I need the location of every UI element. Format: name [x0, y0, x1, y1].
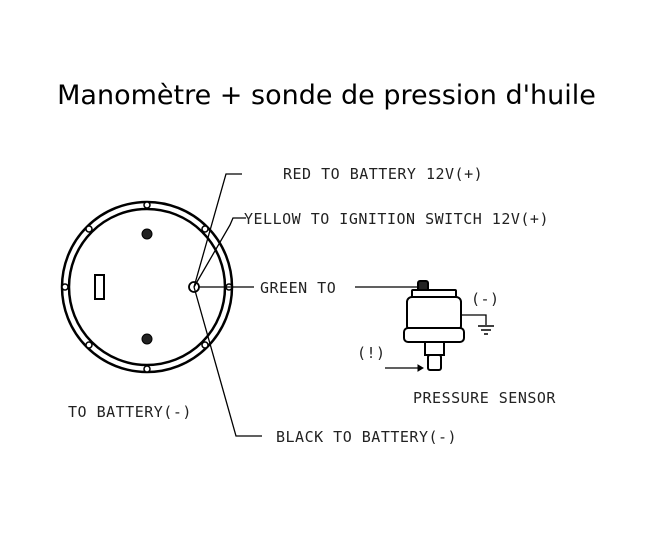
label-sensor-minus: (-): [471, 290, 500, 308]
yellow-wire: [193, 217, 246, 288]
diagram-title: Manomètre + sonde de pression d'huile: [57, 80, 596, 111]
gauge-ring-holes: [61, 201, 233, 373]
label-to-battery: TO BATTERY(-): [68, 403, 192, 421]
gauge: [60, 200, 234, 374]
wires: [193, 173, 420, 437]
label-black: BLACK TO BATTERY(-): [276, 428, 457, 446]
label-yellow: YELLOW TO IGNITION SWITCH 12V(+): [244, 210, 549, 228]
label-sensor-warning: (!): [357, 344, 386, 362]
red-wire: [193, 173, 242, 288]
label-pressure-sensor: PRESSURE SENSOR: [413, 389, 556, 407]
mount-stud-bottom: [141, 333, 153, 345]
mount-stud-top: [141, 228, 153, 240]
label-green: GREEN TO: [260, 279, 336, 297]
pressure-sensor: [385, 280, 494, 372]
gauge-connector: [94, 274, 105, 300]
label-red: RED TO BATTERY 12V(+): [283, 165, 483, 183]
black-wire: [193, 286, 262, 437]
